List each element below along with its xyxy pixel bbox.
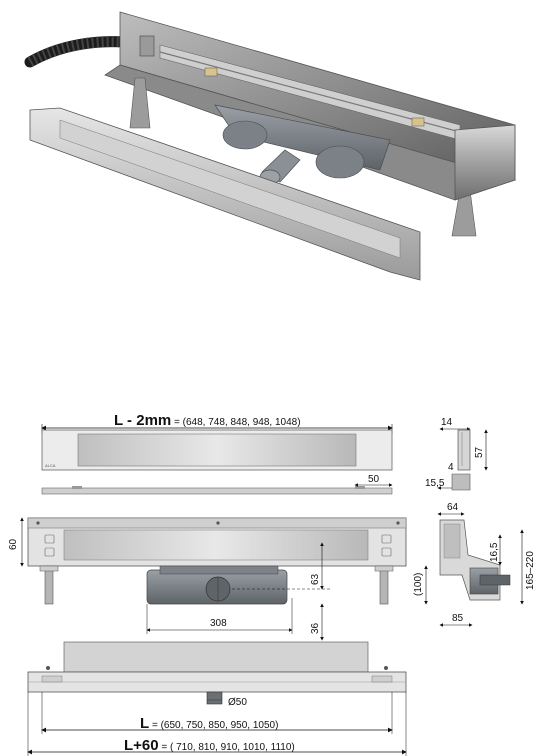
channel-front-view: 60 63 (100) 308 3 bbox=[8, 517, 428, 641]
leg-right-front bbox=[379, 565, 389, 605]
channel-top-profile bbox=[63, 641, 369, 673]
leg-left bbox=[129, 77, 151, 129]
total-height-label: 165–220 bbox=[525, 551, 536, 590]
outlet-stub bbox=[206, 691, 223, 705]
edge-dim-label: 50 bbox=[368, 474, 380, 485]
section-view: 64 16,5 165–220 85 bbox=[437, 502, 536, 627]
water-level-label: 16,5 bbox=[489, 542, 500, 562]
brand-logo: ALCA bbox=[45, 463, 56, 468]
top-length-label: L - 2mm = (648, 748, 848, 948, 1048) bbox=[114, 412, 301, 429]
cover-profile bbox=[41, 487, 393, 495]
product-render bbox=[24, 11, 517, 281]
section-top-width-label: 64 bbox=[447, 502, 459, 513]
bottom-view: Ø50 L = (650, 750, 850, 950, 1050) L+60 … bbox=[27, 641, 407, 756]
outlet-diameter-label: Ø50 bbox=[228, 697, 247, 708]
outlet-offset-label: 308 bbox=[210, 618, 227, 629]
top-view: L - 2mm = (648, 748, 848, 948, 1048) ALC… bbox=[41, 412, 393, 495]
side-profile: 14 57 4 15,5 bbox=[425, 417, 488, 491]
profile-foot-label: 15,5 bbox=[425, 478, 445, 489]
profile-shape bbox=[457, 429, 471, 471]
adjust-height-label: (100) bbox=[413, 573, 424, 596]
profile-width-label: 14 bbox=[441, 417, 453, 428]
section-bottom-width-label: 85 bbox=[452, 613, 464, 624]
overall-length-label: L+60 = ( 710, 810, 910, 1010, 1110) bbox=[124, 737, 295, 754]
leg-left-front bbox=[44, 565, 54, 605]
bracket-left bbox=[139, 35, 155, 57]
channel-length-label: L = (650, 750, 850, 950, 1050) bbox=[140, 715, 278, 732]
channel-height-label: 60 bbox=[8, 538, 19, 550]
profile-height-label: 57 bbox=[474, 446, 485, 458]
profile-depth-label: 4 bbox=[448, 462, 454, 473]
outlet-height-label: 63 bbox=[310, 573, 321, 585]
channel-front-wall bbox=[454, 124, 516, 201]
bottom-dim-label: 36 bbox=[310, 622, 321, 634]
